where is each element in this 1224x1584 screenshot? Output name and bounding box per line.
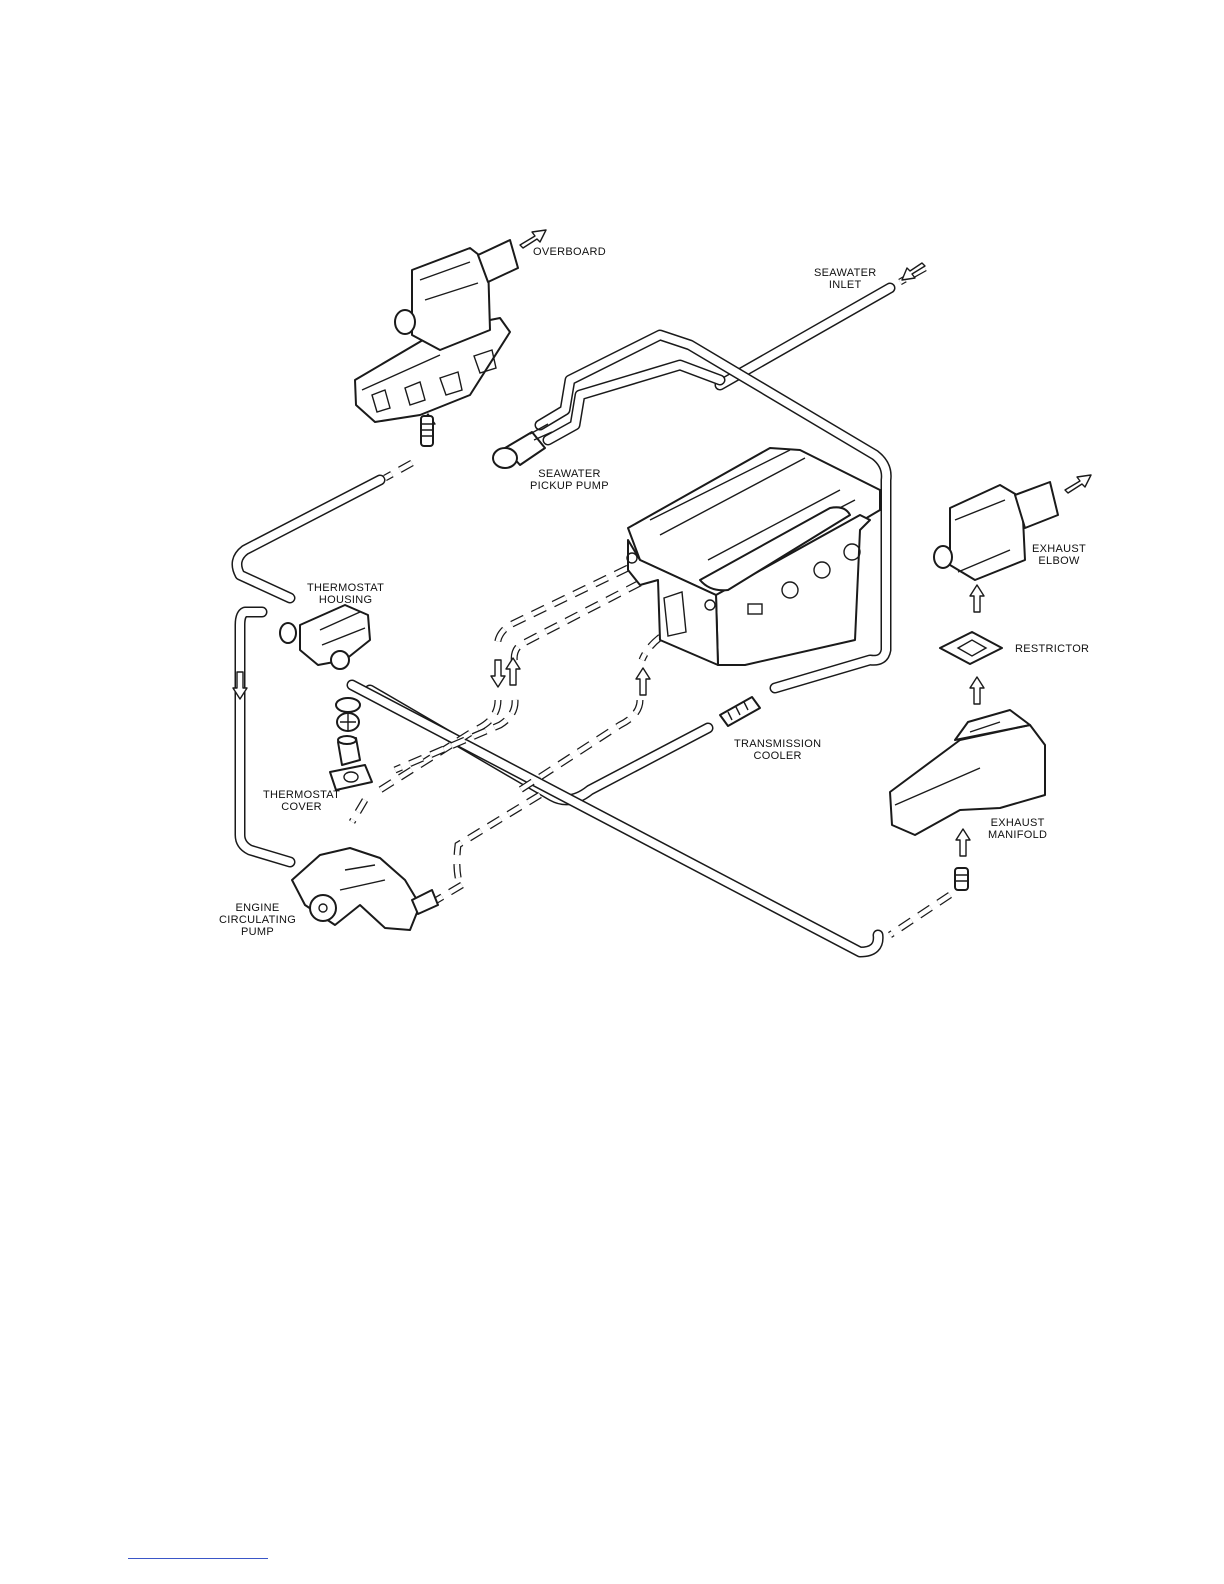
exhaust-manifold-label: EXHAUST MANIFOLD — [988, 817, 1047, 841]
overboard-return-hose — [237, 480, 380, 598]
arrow-up-manifold — [956, 829, 970, 856]
engine-circulating-pump — [292, 848, 438, 930]
engine-circulating-pump-label: ENGINE CIRCULATING PUMP — [219, 902, 296, 938]
thermostat-cover-label: THERMOSTAT COVER — [263, 789, 340, 813]
transmission-cooler — [720, 697, 760, 726]
seawater-inlet-label: SEAWATER INLET — [814, 267, 877, 291]
arrow-up-elbow — [970, 585, 984, 612]
seawater-pickup-pump — [493, 424, 552, 468]
arrow-up-restrictor — [970, 677, 984, 704]
seawater-inlet-hose — [720, 288, 890, 385]
restrictor-label: RESTRICTOR — [1015, 643, 1089, 655]
thermostat-to-manifold-hose — [352, 685, 878, 952]
restrictor-plate — [940, 632, 1002, 664]
thermostat-parts — [330, 698, 372, 790]
exhaust-manifold-left — [355, 240, 518, 446]
thermostat-housing-label: THERMOSTAT HOUSING — [307, 582, 384, 606]
engine-block — [627, 448, 880, 665]
overboard-label: OVERBOARD — [533, 246, 606, 258]
arrow-up-block — [636, 668, 650, 695]
exhaust-elbow-label: EXHAUST ELBOW — [1032, 543, 1086, 567]
arrow-exhaust-out — [1065, 475, 1091, 493]
bypass-hose — [240, 612, 290, 862]
thermostat-housing — [280, 605, 370, 669]
arrow-updown-2 — [506, 658, 520, 685]
seawater-pickup-pump-label: SEAWATER PICKUP PUMP — [530, 468, 609, 492]
exhaust-manifold-right — [890, 710, 1045, 890]
transmission-cooler-label: TRANSMISSION COOLER — [734, 738, 821, 762]
arrow-updown-1 — [491, 660, 505, 687]
footer-rule — [128, 1558, 268, 1559]
